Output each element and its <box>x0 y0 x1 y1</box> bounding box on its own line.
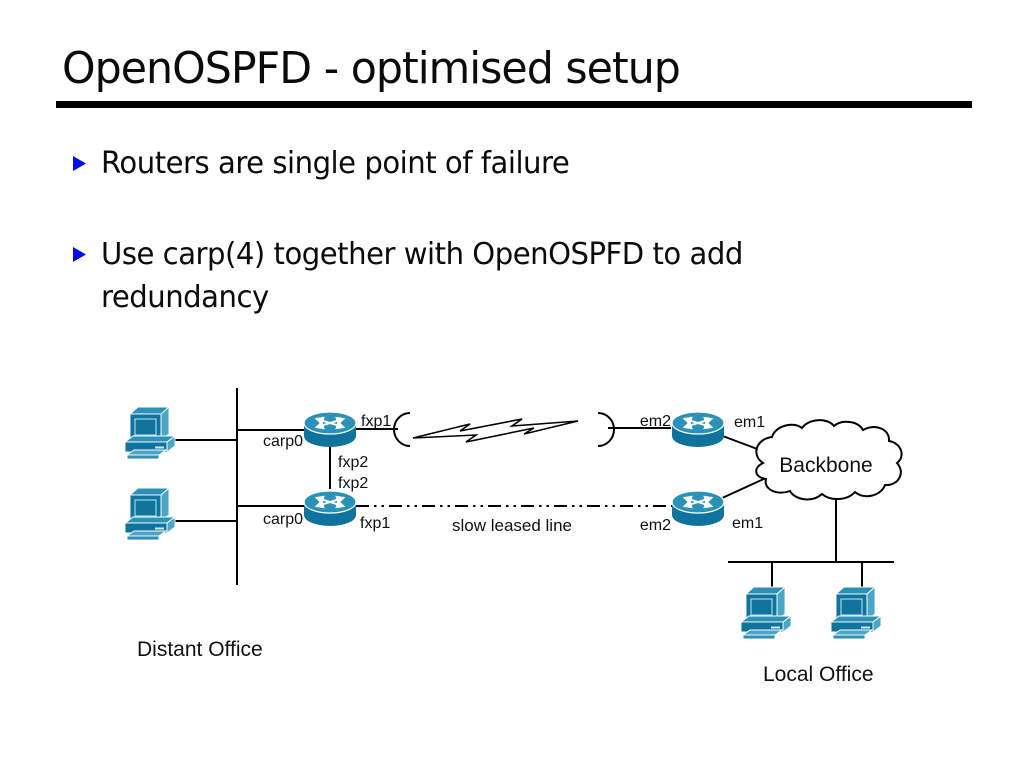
interface-label: fxp1 <box>360 515 390 532</box>
bullet-text-line: Routers are single point of failure <box>101 146 570 181</box>
link-break-arc-right <box>597 412 615 447</box>
workstation-icon <box>740 586 792 640</box>
bullet-item: Use carp(4) together with OpenOSPFD to a… <box>72 233 952 319</box>
backbone-cloud <box>755 419 903 501</box>
interface-label: em2 <box>640 517 671 534</box>
cloud-label: Backbone <box>779 454 872 477</box>
site-label: Distant Office <box>137 638 263 661</box>
workstation-icon <box>830 586 882 640</box>
workstation-icon <box>124 487 176 541</box>
interface-label: em1 <box>734 414 765 431</box>
em1-link-top <box>719 434 761 451</box>
bullet-item: Routers are single point of failure <box>72 142 952 185</box>
router-icon <box>672 491 724 526</box>
interface-label: carp0 <box>263 511 303 528</box>
bullet-triangle-icon <box>73 156 86 171</box>
interface-label: em2 <box>640 413 671 430</box>
slide-title: OpenOSPFD - optimised setup <box>62 43 681 94</box>
bullet-text-line: redundancy <box>101 280 269 315</box>
link-label: slow leased line <box>452 516 572 535</box>
lightning-bolt-icon <box>412 418 579 443</box>
workstation-icon <box>124 406 176 460</box>
link-break-arc-left <box>393 412 411 447</box>
bullet-text-line: Use carp(4) together with OpenOSPFD to a… <box>101 237 743 272</box>
interface-label: fxp2 <box>338 475 368 492</box>
interface-label: fxp1 <box>361 413 391 430</box>
interface-label: fxp2 <box>338 454 368 471</box>
router-icon <box>672 412 724 447</box>
interface-label: carp0 <box>263 433 303 450</box>
site-label: Local Office <box>763 663 874 686</box>
router-icon <box>304 491 356 526</box>
bullet-triangle-icon <box>73 247 86 262</box>
interface-label: em1 <box>732 515 763 532</box>
router-icon <box>304 412 356 447</box>
em1-link-bottom <box>719 476 769 500</box>
title-underline <box>56 101 972 108</box>
